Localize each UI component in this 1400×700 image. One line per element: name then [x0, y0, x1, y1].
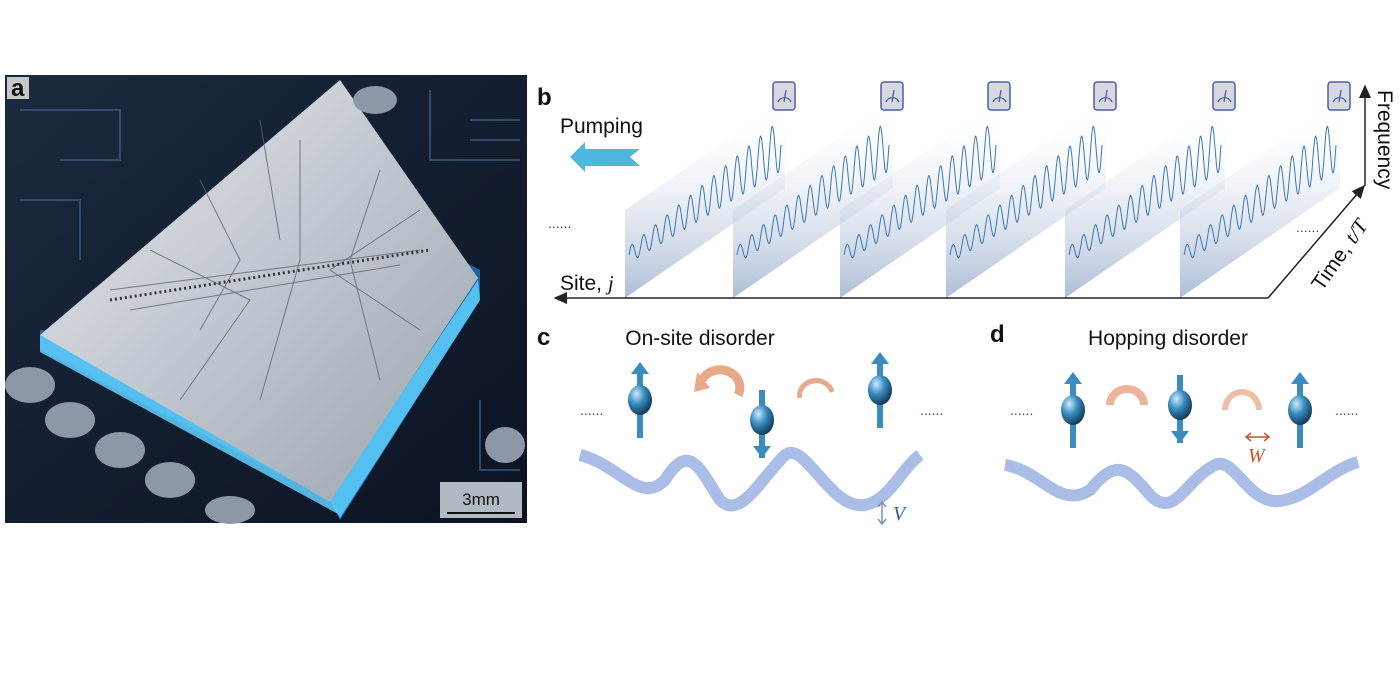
meter-icon — [1212, 81, 1236, 111]
spin-up — [868, 352, 892, 428]
spin-up — [1288, 372, 1312, 448]
spin-up — [628, 362, 652, 438]
potential-wave — [578, 447, 924, 512]
panel-c: c On-site disorder ...... ...... V — [537, 324, 943, 526]
chip-edge-glow-right — [330, 280, 480, 518]
ellipsis-right: ...... — [1335, 402, 1358, 418]
frequency-sheet — [840, 81, 1011, 298]
meter-icon — [1093, 81, 1117, 111]
arrow-down-icon — [1171, 431, 1189, 443]
chip-edge-glow-left — [40, 335, 340, 515]
arrow-down-icon — [753, 446, 771, 458]
frequency-sheets — [625, 81, 1351, 298]
spin-sphere — [1168, 390, 1192, 420]
panel-label-b: b — [537, 84, 552, 111]
frequency-sheet — [625, 81, 796, 298]
spin-down — [1168, 375, 1192, 443]
spin-sphere — [1061, 395, 1085, 425]
ellipsis-left: ...... — [1010, 402, 1033, 418]
potential-wave — [1003, 456, 1360, 509]
arrow-up-icon — [871, 352, 889, 364]
panel-label-d: d — [990, 321, 1005, 348]
pumping-label: Pumping — [560, 115, 643, 138]
v-arrow — [877, 500, 887, 526]
ellipsis-right: ...... — [920, 402, 943, 418]
frequency-sheet — [1180, 81, 1351, 298]
oscillation-trace — [1068, 125, 1222, 259]
meter-icon — [772, 81, 796, 111]
circuit-traces — [20, 90, 520, 471]
arrow-up-icon — [1064, 372, 1082, 384]
site-axis-label: Site, j — [560, 271, 614, 295]
frequency-axis-label: Frequency — [1373, 90, 1396, 190]
oscillation-trace — [736, 125, 890, 259]
pillars — [5, 86, 525, 524]
panel-c-title: On-site disorder — [625, 327, 774, 350]
panel-label-c: c — [537, 324, 550, 351]
w-label: W — [1248, 445, 1267, 467]
meter-icon — [987, 81, 1011, 111]
qubit-chain — [109, 248, 431, 302]
ellipsis-right: ...... — [1296, 219, 1319, 235]
oscillation-trace — [1183, 125, 1337, 259]
spin-sphere — [628, 385, 652, 415]
spin-sphere — [750, 405, 774, 435]
hopping-arrow — [1222, 389, 1262, 411]
spin-up — [1061, 372, 1085, 448]
meter-icon — [880, 81, 904, 111]
meter-icon — [1327, 81, 1351, 111]
panel-d: d Hopping disorder ...... ...... W — [990, 321, 1360, 509]
hopping-arrow — [797, 378, 835, 399]
v-label: V — [893, 503, 908, 525]
hopping-arrow — [698, 365, 745, 398]
arrow-up-icon — [1291, 372, 1309, 384]
frequency-sheet — [733, 81, 904, 298]
oscillation-trace — [843, 125, 997, 259]
chip — [40, 80, 480, 520]
panel-a: a 3mm — [5, 75, 527, 524]
w-arrow — [1244, 432, 1271, 442]
frequency-sheet — [1065, 81, 1236, 298]
panel-d-title: Hopping disorder — [1088, 327, 1248, 350]
spin-sphere — [1288, 395, 1312, 425]
oscillation-trace — [949, 125, 1103, 259]
panel-label-a: a — [11, 75, 25, 102]
scale-bar-label: 3mm — [462, 490, 500, 509]
ellipsis-left: ...... — [580, 402, 603, 418]
arrow-up-icon — [631, 362, 649, 374]
spin-sphere — [868, 375, 892, 405]
time-axis — [1267, 184, 1365, 299]
oscillation-trace — [628, 125, 782, 259]
panel-b: b Pumping ...... ...... Site, j Time, t/… — [537, 81, 1396, 304]
chip-surface — [40, 80, 478, 502]
frequency-sheet — [946, 81, 1117, 298]
spin-down — [750, 390, 774, 458]
ellipsis-left: ...... — [548, 215, 571, 231]
pumping-arrow — [570, 142, 640, 172]
hopping-arrowhead — [694, 372, 710, 392]
hopping-arrow — [1106, 385, 1148, 406]
